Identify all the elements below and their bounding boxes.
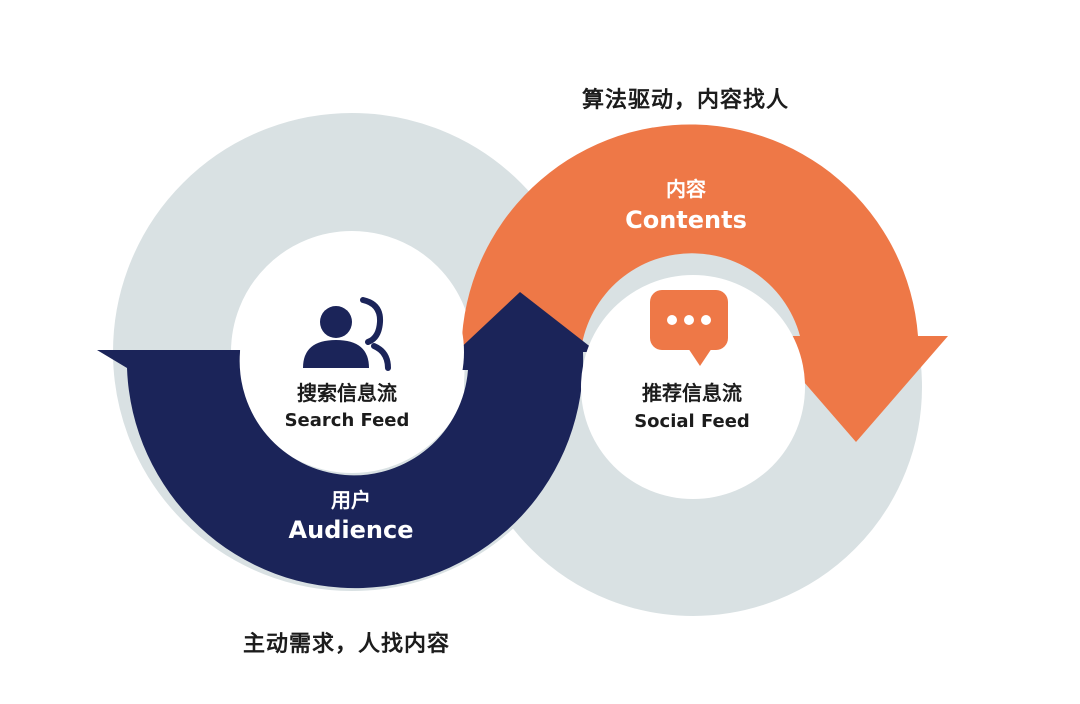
- contents-arrow: [461, 124, 948, 442]
- users-icon: [303, 297, 391, 371]
- audience-label-en: Audience: [289, 516, 414, 544]
- chat-bubble-icon: [650, 290, 728, 366]
- audience-label-cn: 用户: [331, 488, 371, 512]
- social-feed-label-cn: 推荐信息流: [642, 381, 742, 405]
- top-caption: 算法驱动，内容找人: [582, 88, 790, 113]
- search-feed-label-cn: 搜索信息流: [297, 381, 397, 405]
- social-feed-label-en: Social Feed: [634, 411, 750, 432]
- contents-label-en: Contents: [625, 206, 747, 234]
- bottom-caption: 主动需求，人找内容: [243, 632, 451, 657]
- search-feed-label-en: Search Feed: [285, 410, 410, 431]
- contents-label-cn: 内容: [666, 177, 706, 201]
- social-feed-circle: [581, 275, 805, 499]
- audience-arrow: [97, 292, 597, 589]
